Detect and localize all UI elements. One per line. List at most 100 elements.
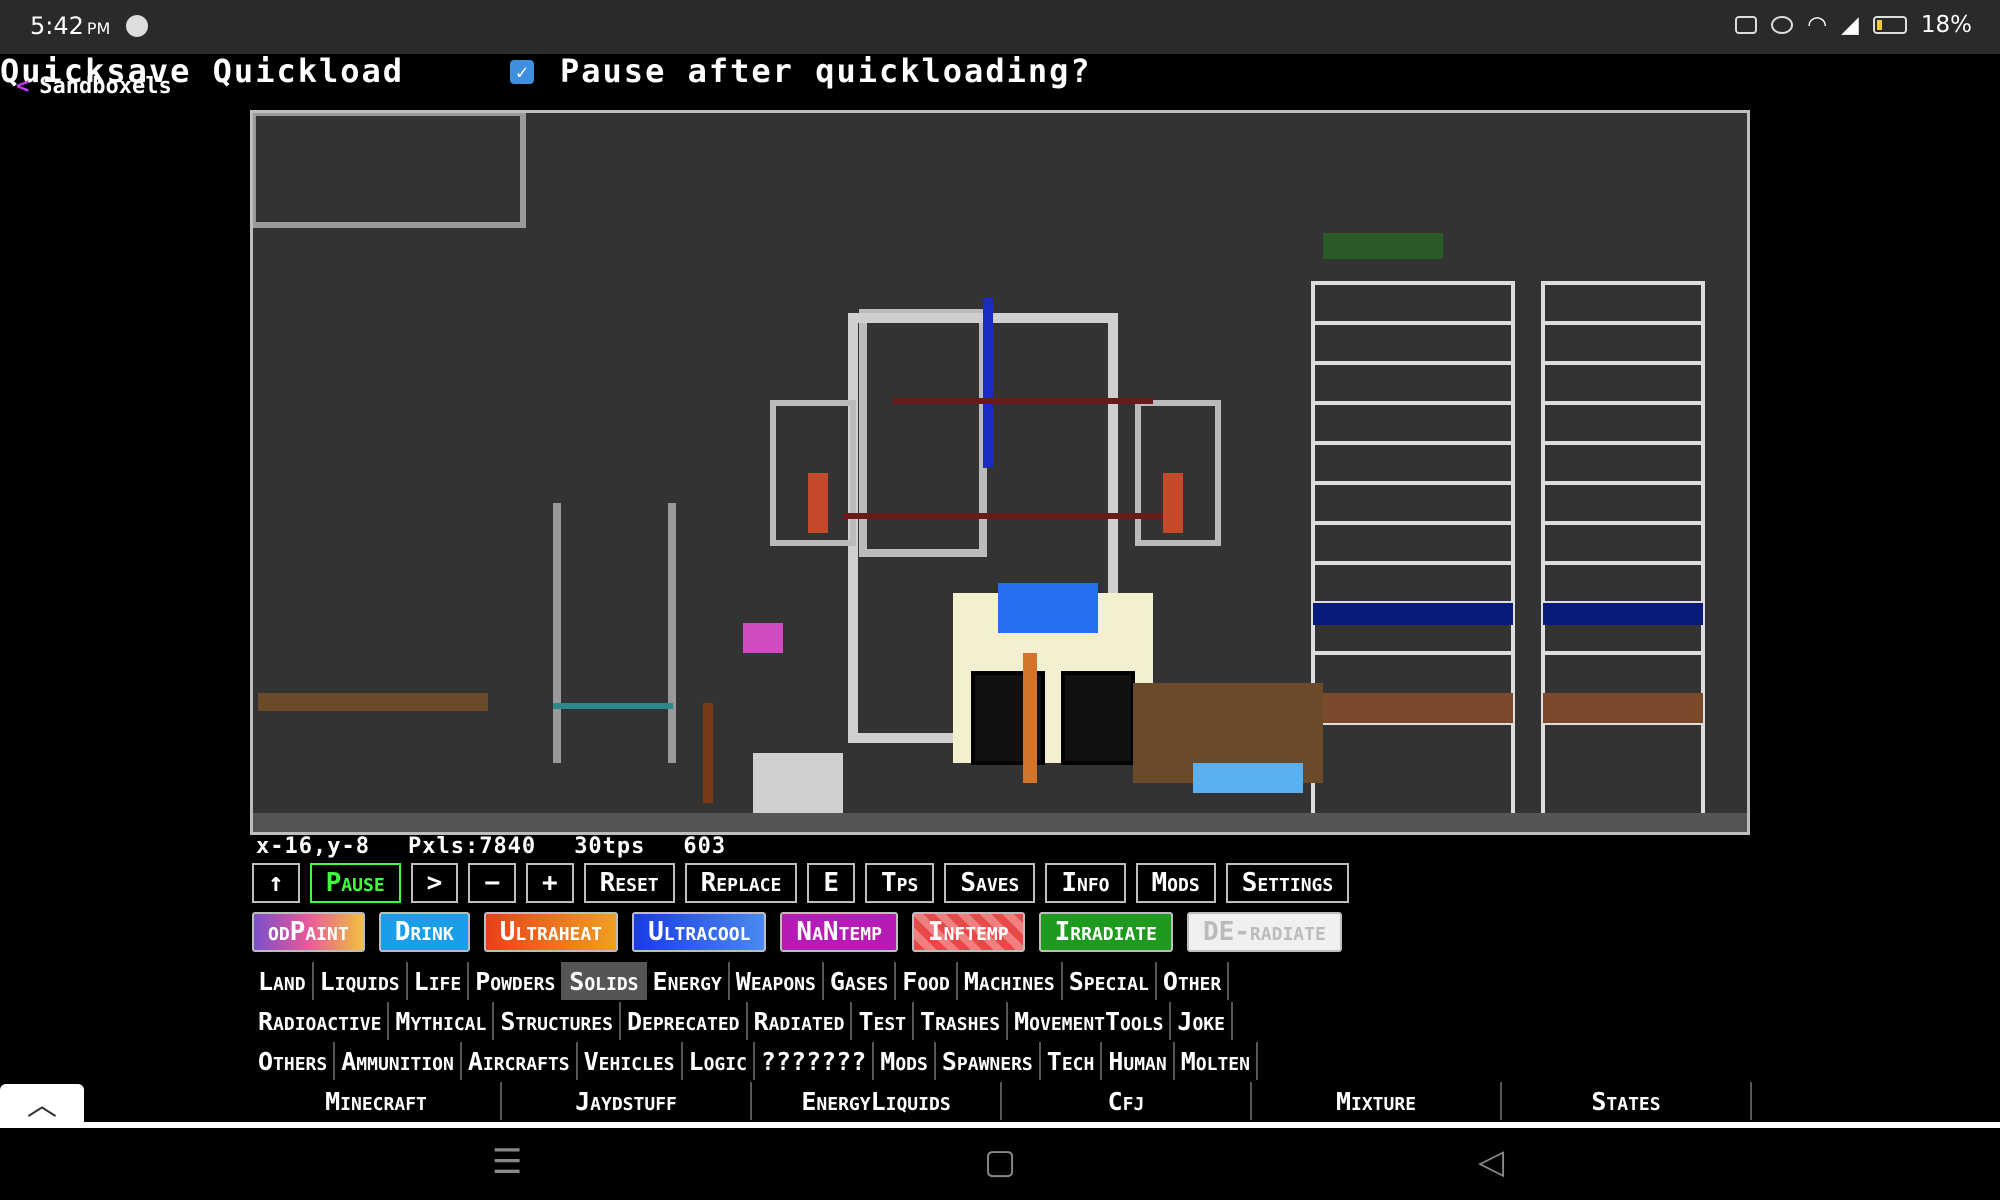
step-button[interactable]: >	[410, 863, 459, 903]
irradiate-button[interactable]: Irradiate	[1038, 912, 1173, 952]
tab-joke[interactable]: Joke	[1171, 1002, 1233, 1040]
tab-unknown[interactable]: ???????	[755, 1042, 875, 1080]
apartment-right	[1541, 281, 1705, 832]
tab-radioactive[interactable]: Radioactive	[252, 1002, 390, 1040]
tab-spawners[interactable]: Spawners	[936, 1042, 1041, 1080]
tab-other[interactable]: Other	[1157, 962, 1230, 1000]
tab-movementtools[interactable]: MovementTools	[1008, 1002, 1172, 1040]
do-not-disturb-icon	[1771, 16, 1794, 34]
sandbox-scene	[253, 113, 1747, 832]
tab-molten[interactable]: Molten	[1175, 1042, 1258, 1080]
ultracool-button[interactable]: Ultracool	[632, 912, 767, 952]
tab-jaydstuff[interactable]: Jaydstuff	[502, 1082, 752, 1120]
pixel-count: Pxls:7840	[407, 834, 537, 859]
back-icon[interactable]: ◁	[1478, 1142, 1505, 1182]
mods-button[interactable]: Mods	[1135, 863, 1216, 903]
tab-cfj[interactable]: Cfj	[1002, 1082, 1252, 1120]
tab-structures[interactable]: Structures	[494, 1002, 621, 1040]
pause-button[interactable]: Pause	[309, 863, 401, 903]
chevron-up-icon[interactable]: ︿	[0, 1084, 84, 1126]
replace-button[interactable]: Replace	[684, 863, 798, 903]
quickload-button[interactable]: Quickload	[212, 52, 405, 90]
signal-icon: ◢	[1841, 12, 1859, 38]
effects-row: odPaint Drink Ultraheat Ultracool NaNtem…	[252, 912, 1752, 954]
quicksave-button[interactable]: Quicksave	[0, 52, 192, 90]
pause-after-quickload-label: Pause after quickloading?	[560, 52, 1092, 90]
tab-aircrafts[interactable]: Aircrafts	[462, 1042, 578, 1080]
tab-human[interactable]: Human	[1102, 1042, 1175, 1080]
tab-gases[interactable]: Gases	[824, 962, 897, 1000]
tab-others[interactable]: Others	[252, 1042, 336, 1080]
tab-food[interactable]: Food	[896, 962, 958, 1000]
pause-after-quickload-checkbox[interactable]: ✓	[510, 60, 534, 84]
wifi-icon: ◠	[1807, 12, 1828, 38]
tab-special[interactable]: Special	[1063, 962, 1157, 1000]
control-toolbar: ↑ Pause > − + Reset Replace E Tps Saves …	[252, 863, 1752, 905]
ultraheat-button[interactable]: Ultraheat	[483, 912, 619, 952]
tab-minecraft[interactable]: Minecraft	[252, 1082, 502, 1120]
dirt-ledge	[258, 693, 488, 711]
back-link[interactable]: < Sandboxels	[16, 74, 172, 99]
settings-button[interactable]: Settings	[1225, 863, 1350, 903]
battery-percent: 18%	[1920, 12, 1972, 38]
tab-land[interactable]: Land	[252, 962, 314, 1000]
minus-button[interactable]: −	[468, 863, 516, 903]
reset-button[interactable]: Reset	[583, 863, 675, 903]
cursor-coords: x-16,y-8	[256, 834, 370, 859]
up-arrow-button[interactable]: ↑	[252, 863, 300, 903]
recent-apps-icon[interactable]: ☰	[492, 1142, 523, 1182]
tab-life[interactable]: Life	[408, 962, 470, 1000]
vpn-key-icon	[1735, 16, 1758, 34]
battery-icon	[1872, 16, 1907, 34]
tps-button[interactable]: Tps	[865, 863, 935, 903]
app-notification-icon	[126, 15, 148, 37]
tab-machines[interactable]: Machines	[958, 962, 1063, 1000]
back-label: Sandboxels	[39, 74, 172, 99]
game-canvas[interactable]	[250, 110, 1750, 835]
info-bar: x-16,y-8 Pxls:7840 30tps 603	[256, 834, 726, 859]
tps-readout: 30tps	[574, 834, 646, 859]
chevron-left-icon: <	[16, 74, 30, 99]
home-icon[interactable]: ▢	[984, 1142, 1017, 1182]
tab-energyliquids[interactable]: EnergyLiquids	[752, 1082, 1002, 1120]
tab-vehicles[interactable]: Vehicles	[578, 1042, 683, 1080]
tab-ammunition[interactable]: Ammunition	[335, 1042, 462, 1080]
category-row-1: Land Liquids Life Powders Solids Energy …	[252, 962, 1752, 1000]
top-left-wall	[253, 113, 526, 228]
drink-button[interactable]: Drink	[378, 912, 470, 952]
tab-mythical[interactable]: Mythical	[389, 1002, 495, 1040]
tab-mods[interactable]: Mods	[874, 1042, 936, 1080]
divider	[0, 1122, 2000, 1128]
tab-tech[interactable]: Tech	[1041, 1042, 1103, 1080]
tab-powders[interactable]: Powders	[469, 962, 564, 1000]
tab-mixture[interactable]: Mixture	[1252, 1082, 1502, 1120]
category-row-2: Radioactive Mythical Structures Deprecat…	[252, 1002, 1752, 1040]
tab-deprecated[interactable]: Deprecated	[621, 1002, 748, 1040]
paint-tool-button[interactable]: odPaint	[252, 912, 365, 952]
tab-liquids[interactable]: Liquids	[314, 962, 408, 1000]
plus-button[interactable]: +	[525, 863, 574, 903]
deradiate-button[interactable]: DE-radiate	[1186, 912, 1342, 952]
building-floors	[1313, 321, 1703, 725]
category-row-4: Minecraft Jaydstuff EnergyLiquids Cfj Mi…	[252, 1082, 1752, 1120]
nantemp-button[interactable]: NaNtemp	[780, 912, 898, 952]
e-button[interactable]: E	[807, 863, 855, 903]
tab-states[interactable]: States	[1502, 1082, 1752, 1120]
element-count: 603	[683, 834, 727, 859]
quick-menu: Quicksave Quickload	[0, 52, 404, 90]
tab-energy[interactable]: Energy	[647, 962, 730, 1000]
blue-pipe	[983, 298, 993, 468]
info-button[interactable]: Info	[1045, 863, 1126, 903]
category-tabs: Land Liquids Life Powders Solids Energy …	[252, 962, 1752, 1122]
nav-bar: ☰ ▢ ◁	[0, 1128, 2000, 1200]
tab-weapons[interactable]: Weapons	[730, 962, 824, 1000]
tab-logic[interactable]: Logic	[683, 1042, 755, 1080]
tab-solids[interactable]: Solids	[563, 962, 647, 1000]
saves-button[interactable]: Saves	[944, 863, 1036, 903]
tab-test[interactable]: Test	[852, 1002, 915, 1040]
tab-trashes[interactable]: Trashes	[914, 1002, 1009, 1040]
tab-radiated[interactable]: Radiated	[748, 1002, 853, 1040]
inftemp-button[interactable]: Inftemp	[911, 912, 1025, 952]
